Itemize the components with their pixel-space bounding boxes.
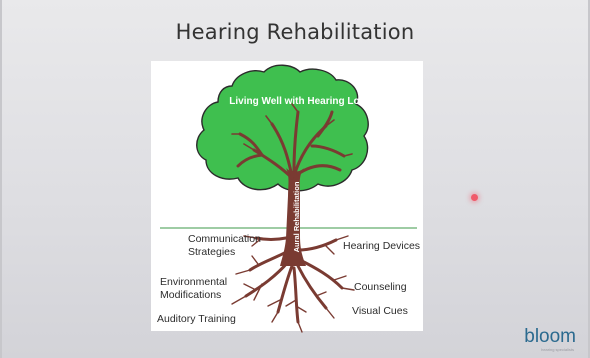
label-line: Auditory Training: [157, 313, 236, 325]
label-line: Hearing Devices: [343, 240, 421, 252]
tree-canopy: [196, 64, 369, 192]
tree-trunk: [280, 168, 306, 266]
label-line: Visual Cues: [352, 305, 408, 317]
laser-pointer-dot: [471, 194, 478, 201]
tree-branches: [236, 110, 346, 180]
label-auditory-training: Auditory Training: [157, 313, 236, 326]
label-line: Strategies: [188, 246, 236, 258]
brand-logo: bloom: [524, 326, 576, 347]
canopy-label: Living Well with Hearing Loss: [229, 96, 371, 107]
label-communication-strategies: Communication Strategies: [188, 233, 261, 259]
label-counseling: Counseling: [354, 281, 407, 294]
label-line: Environmental: [160, 276, 228, 288]
trunk-label: Aural Rehabilitation: [292, 181, 301, 253]
slide-title: Hearing Rehabilitation: [175, 20, 415, 44]
brand-tagline: hearing specialists: [541, 347, 574, 352]
label-line: Modifications: [160, 289, 222, 301]
label-environmental-modifications: Environmental Modifications: [160, 276, 227, 302]
label-line: Communication: [188, 233, 261, 245]
label-visual-cues: Visual Cues: [352, 305, 408, 318]
label-line: Counseling: [354, 281, 407, 293]
tree-roots: [231, 235, 355, 333]
label-hearing-devices: Hearing Devices: [343, 240, 420, 253]
